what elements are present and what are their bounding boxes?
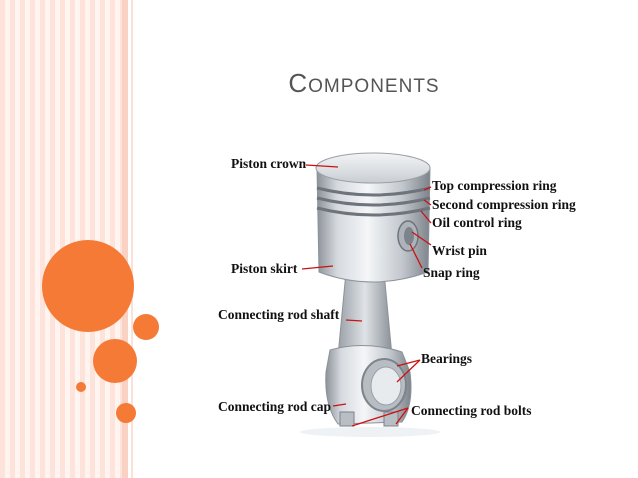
- leader-oil-control-ring: [420, 210, 432, 224]
- rod-bolt-left: [339, 411, 355, 427]
- leader-connecting-rod-bolts-right: [395, 407, 409, 425]
- piston-crown-top: [315, 152, 431, 184]
- decorative-circle-small-low: [116, 403, 136, 423]
- label-snap-ring: Snap ring: [423, 265, 480, 280]
- decorative-circle-tiny: [76, 382, 86, 392]
- label-oil-control-ring: Oil control ring: [432, 215, 522, 230]
- decorative-circle-small: [133, 314, 159, 340]
- label-connecting-rod-shaft: Connecting rod shaft: [218, 307, 340, 322]
- leader-wrist-pin: [411, 231, 432, 246]
- label-piston-skirt: Piston skirt: [231, 261, 298, 276]
- rod-bolt-right: [383, 411, 399, 427]
- decorative-stripe-line-thin: [131, 0, 133, 478]
- leader-connecting-rod-cap: [332, 403, 347, 407]
- leader-connecting-rod-bolts-left: [351, 407, 409, 427]
- oil-control-ring: [316, 206, 431, 217]
- wrist-pin-hole: [404, 227, 414, 245]
- leader-lines: [301, 164, 432, 427]
- label-second-compression-ring: Second compression ring: [432, 197, 576, 212]
- leader-piston-crown: [305, 164, 339, 168]
- decorative-stripe-band: [0, 0, 122, 478]
- label-connecting-rod-bolts: Connecting rod bolts: [411, 403, 532, 418]
- slide-title-rest: OMPONENTS: [308, 76, 440, 97]
- leader-bearings-upper: [396, 359, 421, 367]
- connecting-rod-shaft: [337, 271, 393, 357]
- leader-snap-ring: [409, 243, 423, 269]
- leader-piston-skirt: [301, 265, 334, 270]
- label-piston-crown: Piston crown: [231, 156, 307, 171]
- label-wrist-pin: Wrist pin: [432, 243, 487, 258]
- leader-connecting-rod-shaft: [345, 319, 363, 322]
- bearing-bore-inner: [370, 366, 402, 406]
- leader-second-compression-ring: [423, 199, 432, 206]
- second-compression-ring: [316, 196, 431, 207]
- slide-title-initial: C: [288, 68, 309, 98]
- rod-shadow: [300, 427, 440, 437]
- piston-body: [316, 167, 431, 283]
- decorative-circle-large: [42, 240, 134, 332]
- decorative-stripe-line: [122, 0, 128, 478]
- leader-bearings-lower: [396, 359, 421, 383]
- label-top-compression-ring: Top compression ring: [432, 178, 557, 193]
- decorative-circle-medium: [93, 339, 137, 383]
- leader-top-compression-ring: [423, 186, 432, 191]
- label-connecting-rod-cap: Connecting rod cap: [218, 399, 332, 414]
- slide-title: COMPONENTS: [0, 68, 638, 99]
- label-bearings: Bearings: [421, 351, 473, 366]
- top-compression-ring: [316, 186, 431, 197]
